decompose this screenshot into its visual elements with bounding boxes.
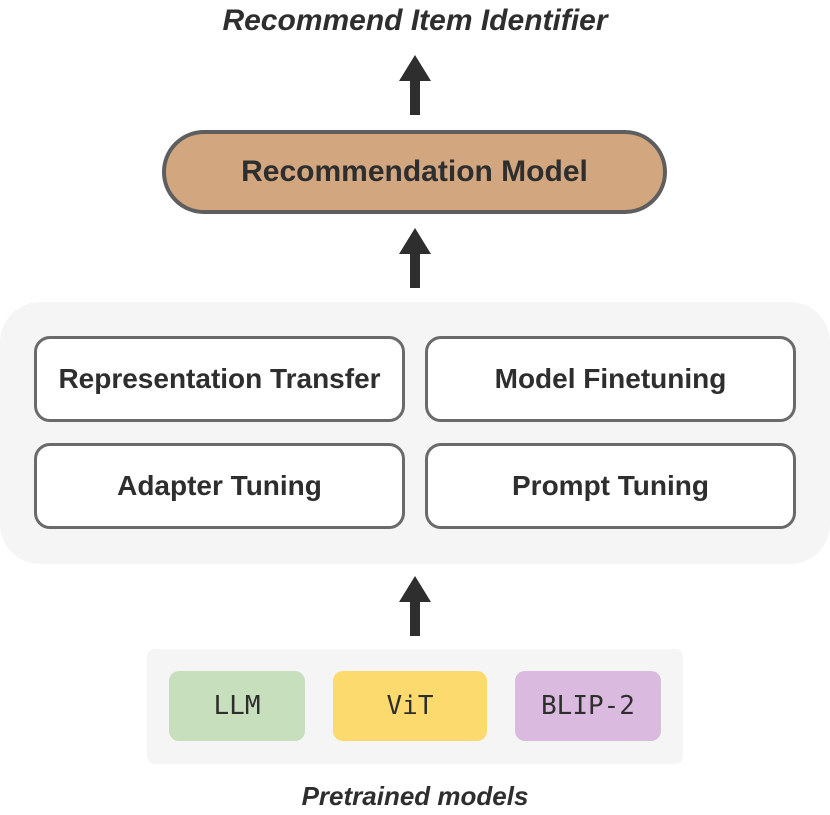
arrow-up-icon [399,55,431,115]
model-chip-blip2: BLIP-2 [515,671,661,741]
arrow-up-icon [399,228,431,288]
method-prompt-tuning: Prompt Tuning [425,443,796,529]
recommendation-model-node: Recommendation Model [162,130,667,214]
model-chip-llm: LLM [169,671,305,741]
pretrained-models-caption: Pretrained models [301,781,529,811]
method-adapter-tuning: Adapter Tuning [34,443,405,529]
model-chip-vit: ViT [333,671,487,741]
method-model-finetuning: Model Finetuning [425,336,796,422]
method-representation-transfer: Representation Transfer [34,336,405,422]
arrow-up-icon [399,576,431,636]
output-title: Recommend Item Identifier [222,4,608,37]
